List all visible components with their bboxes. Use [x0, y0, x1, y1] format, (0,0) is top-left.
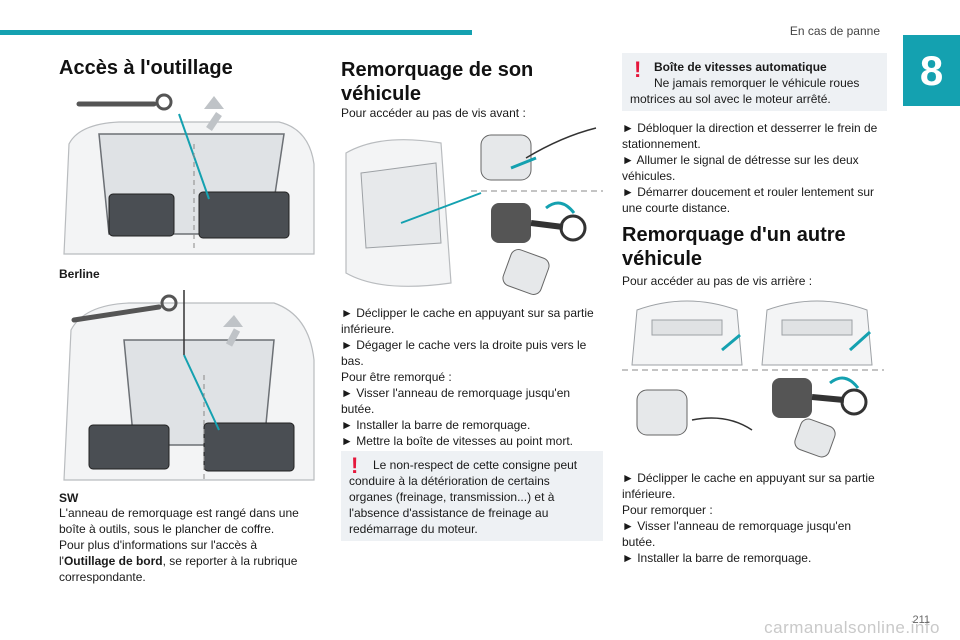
warning-box-automatic-gearbox: ! Boîte de vitesses automatique Ne jamai…	[622, 53, 887, 111]
step: ► Installer la barre de remorquage.	[622, 551, 812, 565]
col3-intro: Pour accéder au pas de vis arrière :	[622, 274, 813, 288]
step: ► Déclipper le cache en appuyant sur sa …	[341, 306, 594, 336]
step: ► Visser l'anneau de remorquage jusqu'en…	[341, 386, 571, 416]
step: ► Allumer le signal de détresse sur les …	[622, 153, 859, 183]
ref-prefix: l'	[59, 554, 64, 568]
illustration-sw-trunk	[59, 285, 321, 485]
illustration-front-tow-eye	[341, 123, 603, 298]
step-subheading: Pour être remorqué :	[341, 370, 452, 384]
step: ► Dégager le cache vers la droite puis v…	[341, 338, 587, 368]
chapter-number-tab: 8	[903, 35, 960, 106]
caption-berline: Berline	[59, 267, 100, 281]
caption-sw: SW	[59, 491, 79, 505]
warning-box-tow: ! Le non-respect de cette consigne peut …	[341, 451, 603, 541]
step: ► Visser l'anneau de remorquage jusqu'en…	[622, 519, 852, 549]
step: ► Déclipper le cache en appuyant sur sa …	[622, 471, 875, 501]
ref-bold-link: Outillage de bord	[63, 554, 163, 568]
step: ► Démarrer doucement et rouler lentement…	[622, 185, 874, 215]
step: ► Mettre la boîte de vitesses au point m…	[341, 434, 573, 448]
warning-icon: !	[351, 453, 359, 478]
step-subheading: Pour remorquer :	[622, 503, 713, 517]
watermark: carmanualsonline.info	[764, 618, 940, 637]
col1-paragraph: L'anneau de remorquage est rangé dans un…	[59, 506, 299, 536]
illustration-berline-trunk	[59, 84, 321, 259]
col1-body: L'anneau de remorquage est rangé dans un…	[59, 505, 321, 585]
warning-title: Boîte de vitesses automatique	[654, 60, 827, 74]
section-title-tow-own-vehicle: Remorquage de son véhicule	[341, 59, 534, 105]
col2-steps: ► Déclipper le cache en appuyant sur sa …	[341, 305, 603, 449]
section-title-tow-other-vehicle: Remorquage d'un autre véhicule	[622, 224, 846, 270]
warning-text: Le non-respect de cette consigne peut co…	[349, 458, 578, 536]
chapter-number: 8	[919, 46, 944, 94]
col1-reference: l'Outillage de bord, se reporter à la ru…	[59, 553, 321, 585]
col1-paragraph: Pour plus d'informations sur l'accès à	[59, 538, 258, 552]
header-accent-bar	[0, 30, 472, 35]
step: ► Installer la barre de remorquage.	[341, 418, 531, 432]
ref-suffix: , se reporter à la rubrique correspondan…	[59, 554, 298, 584]
col3-steps: ► Débloquer la direction et desserrer le…	[622, 120, 887, 216]
warning-icon: !	[634, 57, 642, 82]
step: ► Débloquer la direction et desserrer le…	[622, 121, 878, 151]
page-number: 211	[912, 614, 930, 626]
chapter-label: En cas de panne	[789, 24, 880, 38]
warning-text: Ne jamais remorquer le véhicule roues mo…	[630, 76, 860, 106]
illustration-rear-tow-eye	[622, 290, 884, 460]
col3-steps2: ► Déclipper le cache en appuyant sur sa …	[622, 470, 887, 566]
section-title-tool-access: Accès à l'outillage	[59, 57, 233, 79]
warning-content: Boîte de vitesses automatique	[654, 59, 882, 75]
col2-intro: Pour accéder au pas de vis avant :	[341, 106, 526, 120]
